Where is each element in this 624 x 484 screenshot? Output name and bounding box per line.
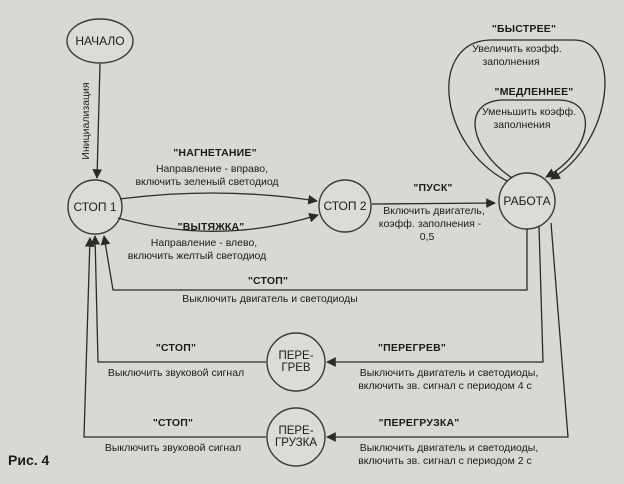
edge-stop-from-peregrev — [90, 235, 266, 363]
edge-bystree-selfloop — [448, 39, 606, 182]
edge-action-vytyazhka-2: включить желтый светодиод — [127, 250, 267, 262]
edge-action-bystree-1: Увеличить коэфф. — [472, 43, 562, 55]
edge-action-pusk-2: коэфф. заполнения - — [378, 218, 482, 230]
edge-action-medlennee-2: заполнения — [493, 119, 551, 131]
edge-action-pusk-1: Включить двигатель, — [383, 205, 485, 217]
edge-label-init: Инициализация — [80, 82, 92, 160]
state-circle-nachalo — [66, 18, 134, 64]
state-label-nachalo: НАЧАЛО — [75, 34, 125, 48]
edge-action-peregrev-1: Выключить двигатель и светодиоды, — [359, 367, 539, 379]
edge-action-stop-peregrev: Выключить звуковой сигнал — [107, 367, 245, 379]
edge-action-pusk-3: 0,5 — [419, 231, 435, 243]
edge-peregruzka — [326, 222, 569, 442]
edge-medlennee-selfloop — [474, 99, 587, 179]
state-label-rabota: РАБОТА — [503, 194, 551, 208]
edge-action-nagnetanie-1: Направление - вправо, — [155, 163, 269, 175]
state-label-peregrev-line2: ГРЕВ — [281, 362, 311, 374]
state-label-peregruzka-line1: ПЕРЕ- — [278, 425, 314, 437]
state-label-peregruzka-line2: ГРУЗКА — [274, 437, 318, 449]
edge-event-nagnetanie: "НАГНЕТАНИЕ" — [173, 147, 257, 159]
figure-caption: Рис. 4 — [8, 452, 50, 468]
edge-action-peregruzka-1: Выключить двигатель и светодиоды, — [359, 442, 539, 454]
edge-stop-from-rabota — [100, 229, 528, 291]
edge-action-stop-peregruzka: Выключить звуковой сигнал — [104, 442, 242, 454]
state-circle-stop2 — [318, 179, 372, 233]
edge-vytyazhka — [117, 212, 319, 232]
edge-event-pusk: "ПУСК" — [413, 182, 453, 194]
edge-init — [92, 63, 103, 179]
state-label-stop2: СТОП 2 — [323, 199, 367, 213]
edge-action-vytyazhka-1: Направление - влево, — [150, 237, 258, 249]
edge-event-stop-peregrev: "СТОП" — [155, 342, 197, 354]
edge-event-peregrev: "ПЕРЕГРЕВ" — [377, 342, 447, 354]
edge-peregrev — [326, 225, 544, 367]
state-label-peregrev-line1: ПЕРЕ- — [278, 350, 314, 362]
state-circle-stop1 — [67, 179, 123, 235]
edge-event-vytyazhka: "ВЫТЯЖКА" — [177, 221, 245, 233]
state-label-stop1: СТОП 1 — [73, 200, 117, 214]
edge-pusk — [371, 198, 496, 208]
edge-event-stop-peregruzka: "СТОП" — [152, 417, 194, 429]
state-label-peregrev: ПЕРЕ- ГРЕВ — [278, 350, 313, 374]
edge-action-bystree-2: заполнения — [482, 56, 540, 68]
edge-event-stop-rabota: "СТОП" — [247, 275, 289, 287]
edge-action-nagnetanie-2: включить зеленый светодиод — [135, 176, 279, 188]
state-label-peregruzka: ПЕРЕ- ГРУЗКА — [275, 425, 317, 449]
edge-stop-from-peregruzka — [83, 237, 266, 438]
state-circle-peregrev — [266, 332, 326, 392]
edge-action-medlennee-1: Уменьшить коэфф. — [481, 106, 577, 118]
edge-action-peregrev-2: включить зв. сигнал с периодом 4 с — [358, 380, 532, 392]
edge-action-stop-rabota: Выключить двигатель и светодиоды — [182, 293, 358, 305]
edge-event-peregruzka: "ПЕРЕГРУЗКА" — [378, 417, 460, 429]
edge-event-medlennee: "МЕДЛЕННЕЕ" — [494, 86, 574, 98]
state-circle-peregruzka — [266, 407, 326, 467]
edge-action-peregruzka-2: включить зв. сигнал с периодом 2 с — [358, 455, 532, 467]
edge-nagnetanie — [119, 192, 318, 205]
edge-event-bystree: "БЫСТРЕЕ" — [491, 23, 557, 35]
